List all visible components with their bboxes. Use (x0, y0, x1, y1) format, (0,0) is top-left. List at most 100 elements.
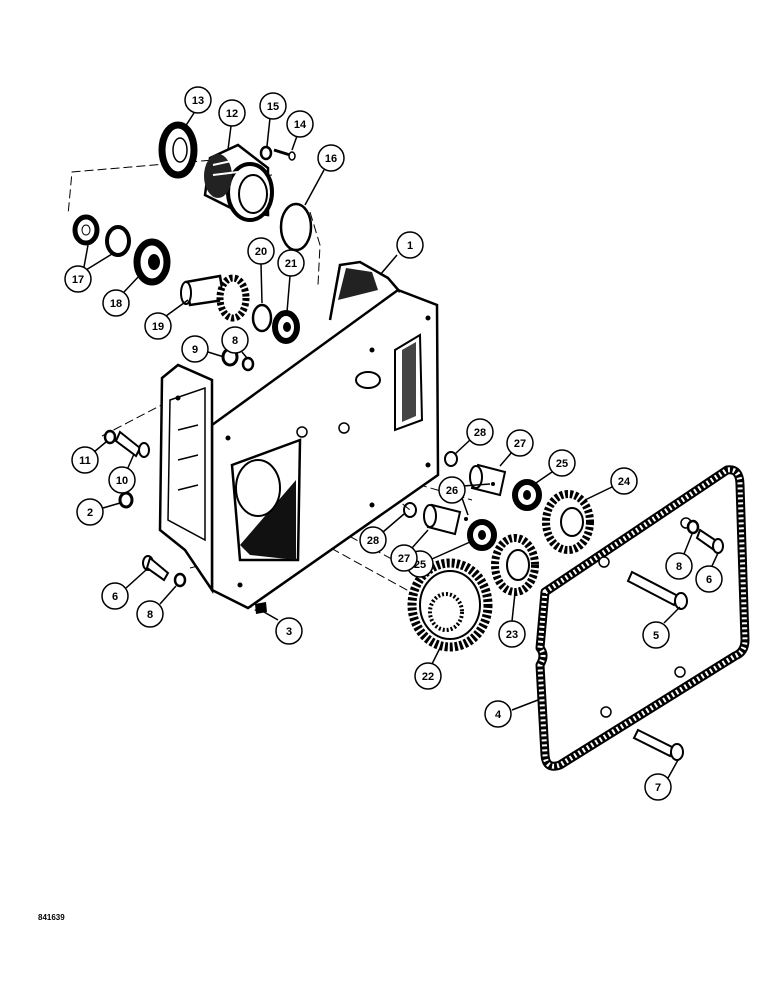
callout-25-lower: 25 (406, 541, 471, 578)
retainer-12 (203, 143, 274, 222)
gear-22 (407, 558, 493, 652)
callout-11: 11 (71, 441, 107, 474)
callout-4: 4 (484, 699, 539, 728)
o-ring-28-lower (403, 502, 417, 518)
svg-text:25: 25 (556, 458, 568, 470)
washer-8-left (173, 572, 187, 588)
callout-6-left: 6 (101, 569, 147, 610)
svg-text:3: 3 (286, 626, 292, 638)
pinion-shaft-19 (180, 274, 250, 322)
callout-10: 10 (108, 453, 136, 494)
bearing-25-upper (512, 479, 542, 511)
plug-2 (118, 491, 134, 509)
callout-26: 26 (438, 476, 491, 516)
gear-23 (491, 534, 539, 596)
svg-text:23: 23 (506, 629, 518, 641)
svg-text:10: 10 (116, 475, 128, 487)
svg-text:24: 24 (618, 476, 631, 488)
screw-14 (273, 148, 296, 161)
callout-22: 22 (414, 647, 442, 690)
callout-7: 7 (644, 759, 679, 801)
svg-text:26: 26 (446, 485, 458, 497)
svg-text:18: 18 (110, 298, 122, 310)
callout-18: 18 (102, 274, 141, 317)
svg-text:28: 28 (474, 427, 486, 439)
callout-9: 9 (181, 335, 225, 363)
bearing-21 (272, 310, 300, 344)
bolt-6-left (142, 555, 170, 582)
shaft-27-upper (469, 463, 507, 497)
svg-text:16: 16 (325, 153, 337, 165)
callout-15: 15 (259, 92, 287, 147)
callout-25-upper: 25 (532, 449, 576, 486)
callout-28-upper: 28 (454, 418, 494, 455)
seal-13 (158, 121, 198, 179)
callout-17: 17 (64, 244, 113, 293)
callout-8-upper: 8 (221, 326, 249, 359)
washer-15 (259, 145, 273, 161)
svg-text:13: 13 (192, 95, 204, 107)
svg-text:4: 4 (495, 709, 502, 721)
svg-text:27: 27 (514, 438, 526, 450)
svg-text:20: 20 (255, 246, 267, 258)
ball-26-b (464, 517, 468, 521)
callout-13: 13 (182, 86, 212, 131)
callout-24: 24 (584, 467, 638, 501)
svg-text:2: 2 (87, 507, 93, 519)
ball-26-a (491, 482, 495, 486)
svg-text:17: 17 (72, 274, 84, 286)
svg-text:12: 12 (226, 108, 238, 120)
svg-text:5: 5 (653, 630, 659, 642)
drawing-code: 841639 (38, 913, 65, 922)
svg-text:28: 28 (367, 535, 379, 547)
callout-5: 5 (642, 606, 681, 649)
svg-text:22: 22 (422, 671, 434, 683)
svg-text:14: 14 (294, 119, 307, 131)
bearing-18 (133, 238, 171, 286)
callout-3: 3 (263, 611, 303, 645)
callout-6-right: 6 (695, 552, 723, 593)
gear-housing (158, 260, 440, 610)
svg-text:6: 6 (706, 574, 712, 586)
svg-text:27: 27 (398, 553, 410, 565)
callout-2: 2 (76, 498, 121, 526)
washer-11 (103, 429, 117, 445)
svg-text:11: 11 (79, 455, 91, 467)
svg-text:19: 19 (152, 321, 164, 333)
callouts: 1 2 3 4 5 6 6 (64, 86, 723, 801)
callout-16: 16 (304, 144, 345, 206)
washer-17 (105, 225, 131, 257)
shaft-27-lower (423, 503, 462, 536)
callout-28-lower: 28 (359, 513, 405, 554)
svg-text:7: 7 (655, 782, 661, 794)
callout-12: 12 (218, 99, 246, 151)
bearing-25-lower (467, 519, 497, 551)
svg-text:8: 8 (147, 609, 153, 621)
svg-text:6: 6 (112, 591, 118, 603)
callout-21: 21 (277, 249, 305, 313)
callout-14: 14 (286, 110, 314, 151)
gasket (535, 465, 750, 771)
callout-27-lower: 27 (390, 529, 429, 572)
washer-8-right (686, 519, 700, 535)
svg-text:9: 9 (192, 344, 198, 356)
bolt-10 (114, 430, 150, 458)
plug-3 (255, 602, 267, 614)
callout-8-left: 8 (136, 585, 177, 628)
svg-text:8: 8 (232, 335, 238, 347)
svg-text:8: 8 (676, 561, 682, 573)
svg-text:1: 1 (407, 240, 413, 252)
nut-17 (72, 214, 100, 246)
bolt-5 (626, 570, 688, 610)
callout-27-upper: 27 (499, 429, 534, 467)
gear-24 (542, 490, 594, 554)
svg-text:15: 15 (267, 101, 279, 113)
o-ring-16 (279, 202, 313, 252)
svg-text:21: 21 (285, 258, 297, 270)
callout-20: 20 (247, 237, 275, 304)
callout-1: 1 (379, 231, 424, 276)
o-ring-28-upper (444, 451, 458, 467)
washer-8-upper (241, 356, 255, 372)
callout-19: 19 (144, 299, 189, 340)
